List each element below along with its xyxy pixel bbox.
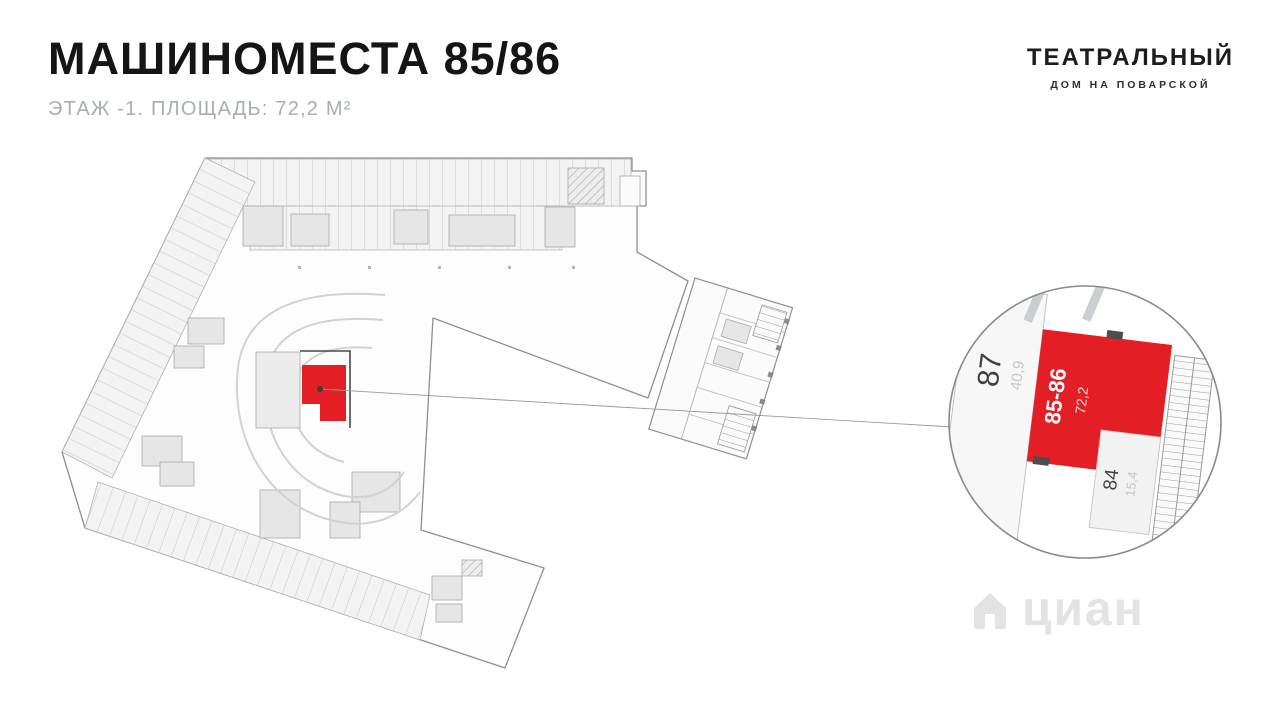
west-wing-stalls <box>61 157 256 479</box>
staircase-rail <box>1170 357 1196 552</box>
space-87-label: 87 <box>972 351 1009 388</box>
page-title: МАШИНОМЕСТА 85/86 <box>48 33 562 84</box>
brand-name: ТЕАТРАЛЬНЫЙ <box>1026 44 1234 71</box>
elevator-block <box>712 345 744 372</box>
south-wing-stalls <box>84 481 431 641</box>
house-icon <box>974 592 1006 629</box>
space-84-area-label: 15,4 <box>1122 471 1140 498</box>
header: МАШИНОМЕСТА 85/86 ЭТАЖ -1. ПЛОЩАДЬ: 72,2… <box>48 36 561 121</box>
watermark: циан <box>968 582 1145 637</box>
space-84-area <box>1088 429 1162 536</box>
staircase <box>717 405 757 453</box>
column-markers <box>298 266 575 269</box>
column-marker <box>1032 455 1050 466</box>
up-arrow-icon <box>1023 286 1056 323</box>
zoom-circle <box>948 285 1222 559</box>
column-marker <box>1106 330 1124 340</box>
elevator-block <box>720 318 752 345</box>
space-85-86-area <box>1026 329 1173 470</box>
direction-arrows <box>1023 286 1114 323</box>
callout-line <box>319 388 953 428</box>
column-dots <box>751 318 790 432</box>
highlight-spot <box>302 365 346 421</box>
highlight-room <box>255 350 351 429</box>
space-85-86-area-label: 72,2 <box>1072 386 1091 415</box>
hatched-block-tip <box>461 559 483 577</box>
up-arrow-icon <box>1082 286 1114 322</box>
storage-blocks <box>141 175 641 623</box>
hatched-block <box>567 167 605 205</box>
staircase <box>752 304 788 344</box>
brand-tagline: ДОМ НА ПОВАРСКОЙ <box>1050 79 1211 91</box>
brand-logo: ТЕАТРАЛЬНЫЙ ДОМ НА ПОВАРСКОЙ <box>1027 44 1234 91</box>
space-84-label: 84 <box>1100 467 1123 491</box>
watermark-text: циан <box>1022 583 1145 636</box>
east-annex <box>648 277 794 460</box>
page-subtitle: ЭТАЖ -1. ПЛОЩАДЬ: 72,2 М² <box>48 98 352 120</box>
space-87-area-label: 40,9 <box>1007 360 1027 391</box>
callout-dot <box>317 386 323 392</box>
